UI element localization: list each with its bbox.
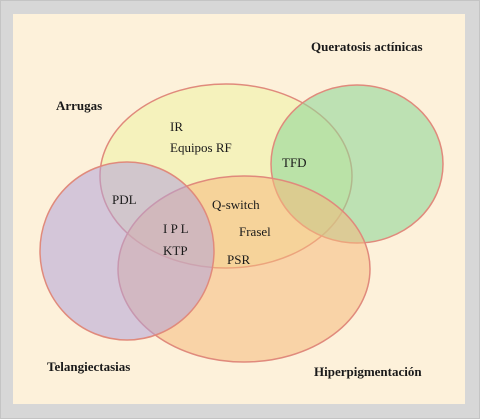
item-pdl: PDL: [112, 192, 137, 207]
set-telangiectasias: [39, 161, 215, 341]
item-tfd: TFD: [282, 155, 307, 170]
item-ir: IR: [170, 119, 183, 134]
label-hiperpigmentacion: Hiperpigmentación: [314, 364, 422, 379]
item-frasel: Frasel: [239, 224, 271, 239]
item-ktp: KTP: [163, 243, 188, 258]
item-ipl: I P L: [163, 221, 189, 236]
label-queratosis-actinicas: Queratosis actínicas: [311, 39, 423, 54]
label-arrugas: Arrugas: [56, 98, 102, 113]
item-qswitch: Q-switch: [212, 197, 260, 212]
label-telangiectasias: Telangiectasias: [47, 359, 130, 374]
item-psr: PSR: [227, 252, 250, 267]
item-equipos-rf: Equipos RF: [170, 140, 232, 155]
